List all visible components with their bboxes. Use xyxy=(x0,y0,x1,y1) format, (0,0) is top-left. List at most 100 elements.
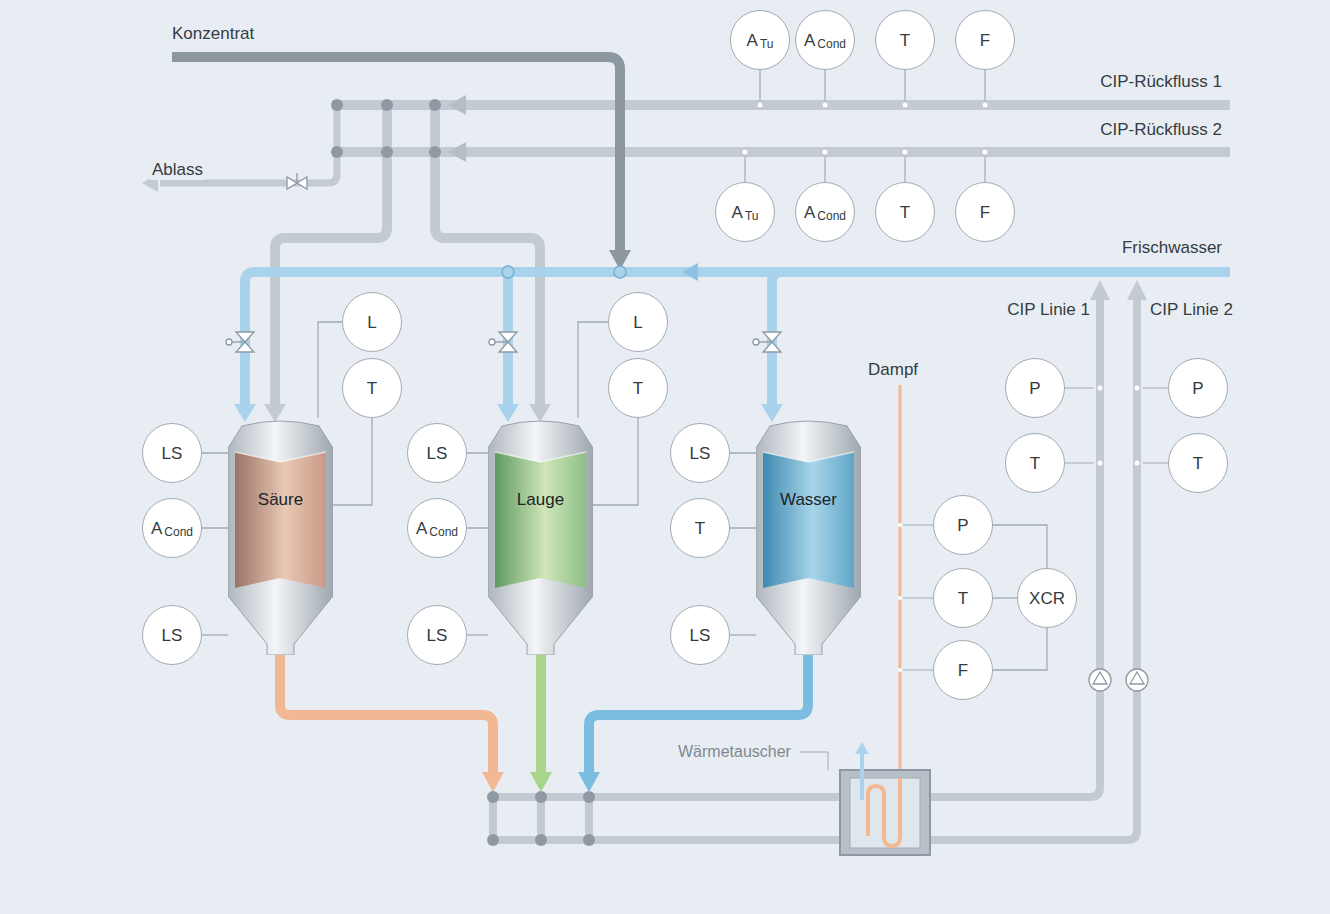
instrument-circle: T xyxy=(875,10,935,70)
pipe-junctions xyxy=(331,99,595,846)
instrument-circle: F xyxy=(955,10,1015,70)
instrument-circle: P xyxy=(1005,358,1065,418)
instrument-circle: LS xyxy=(407,423,467,483)
instrument-circle: ACond xyxy=(142,498,202,558)
instrument-tag: T xyxy=(1030,455,1040,472)
instrument-tag: T xyxy=(367,380,377,397)
pipe-label: Frischwasser xyxy=(1120,238,1224,258)
tank-name: Säure xyxy=(228,490,333,510)
instrument-tag: L xyxy=(367,314,376,331)
tank-outline xyxy=(488,418,593,655)
instrument-circle: XCR xyxy=(1017,568,1077,628)
tank-vessel: Wasser xyxy=(756,418,861,655)
pipe-label: Dampf xyxy=(866,360,920,380)
instrument-taps xyxy=(745,70,1168,670)
signal-line xyxy=(993,628,1047,670)
pipe-arrowheads xyxy=(142,95,1147,792)
instrument-tag: A xyxy=(804,32,815,49)
signal-line xyxy=(728,452,756,453)
instrument-tag: P xyxy=(1192,380,1203,397)
signal-line xyxy=(333,418,372,505)
instrument-tag: F xyxy=(958,662,968,679)
signal-line xyxy=(578,322,608,418)
instrument-tag: L xyxy=(633,314,642,331)
instrument-tag: T xyxy=(633,380,643,397)
instrument-subscript: Tu xyxy=(745,210,759,222)
tank-outline xyxy=(228,418,333,655)
tank-vessel: Säure xyxy=(228,418,333,655)
instrument-circle: L xyxy=(342,292,402,352)
instrument-circle: ACond xyxy=(795,182,855,242)
pipes xyxy=(160,57,1230,846)
instrument-circle: LS xyxy=(142,423,202,483)
pipe-label: Wärmetauscher xyxy=(676,742,793,762)
instrument-circle: LS xyxy=(670,423,730,483)
instrument-circle: LS xyxy=(142,605,202,665)
instrument-tag: T xyxy=(695,520,705,537)
signal-line xyxy=(993,525,1047,568)
instrument-circle: T xyxy=(670,498,730,558)
instrument-tag: P xyxy=(1029,380,1040,397)
instrument-tag: A xyxy=(747,32,758,49)
instrument-subscript: Cond xyxy=(817,210,846,222)
instrument-circle: T xyxy=(933,568,993,628)
tank-vessel: Lauge xyxy=(488,418,593,655)
instrument-subscript: Cond xyxy=(817,38,846,50)
pipe-label: Konzentrat xyxy=(170,24,256,44)
heat-exchanger xyxy=(800,742,930,855)
instrument-tag: LS xyxy=(162,627,183,644)
pipe-label: Ablass xyxy=(150,160,205,180)
instrument-tag: A xyxy=(416,520,427,537)
instrument-circle: P xyxy=(933,495,993,555)
tank-name: Lauge xyxy=(488,490,593,510)
instrument-tag: T xyxy=(1193,455,1203,472)
instrument-circle: T xyxy=(1005,433,1065,493)
instrument-circle: ACond xyxy=(795,10,855,70)
instrument-circle: LS xyxy=(407,605,467,665)
instrument-subscript: Tu xyxy=(760,38,774,50)
instrument-tag: P xyxy=(957,517,968,534)
instrument-circle: P xyxy=(1168,358,1228,418)
instrument-tag: LS xyxy=(690,445,711,462)
tank-name: Wasser xyxy=(756,490,861,510)
instrument-circle: LS xyxy=(670,605,730,665)
instrument-tag: LS xyxy=(690,627,711,644)
signal-line xyxy=(593,418,638,505)
instrument-tag: T xyxy=(958,590,968,607)
instrument-tag: A xyxy=(732,204,743,221)
pipe-label: CIP-Rückfluss 1 xyxy=(1098,72,1224,92)
signal-line xyxy=(728,527,756,528)
instrument-tag: LS xyxy=(162,445,183,462)
instrument-circle: T xyxy=(608,358,668,418)
instrument-tag: XCR xyxy=(1029,590,1065,607)
instrument-circle: F xyxy=(955,182,1015,242)
valves xyxy=(226,173,781,352)
signal-line xyxy=(465,527,488,528)
pipe-label: CIP-Rückfluss 2 xyxy=(1098,120,1224,140)
tap-points xyxy=(743,103,1140,673)
instrument-circle: ACond xyxy=(407,498,467,558)
signal-line xyxy=(993,597,1017,598)
instrument-subscript: Cond xyxy=(164,526,193,538)
instrument-tag: F xyxy=(980,32,990,49)
instrument-circle: L xyxy=(608,292,668,352)
instrument-tag: LS xyxy=(427,445,448,462)
tank-outline xyxy=(756,418,861,655)
instrument-tag: LS xyxy=(427,627,448,644)
pumps xyxy=(1089,669,1148,691)
instrument-tag: T xyxy=(900,204,910,221)
instrument-circle: ATu xyxy=(730,10,790,70)
water-fittings xyxy=(502,266,626,278)
signal-line xyxy=(730,634,756,635)
signal-line xyxy=(202,634,228,635)
signal-line xyxy=(318,322,342,418)
instrument-tag: T xyxy=(900,32,910,49)
signal-line xyxy=(467,634,488,635)
instrument-circle: ATu xyxy=(715,182,775,242)
instrument-tag: A xyxy=(804,204,815,221)
pipe-label: CIP Linie 1 xyxy=(1005,300,1092,320)
instrument-tag: F xyxy=(980,204,990,221)
instrument-tag: A xyxy=(151,520,162,537)
